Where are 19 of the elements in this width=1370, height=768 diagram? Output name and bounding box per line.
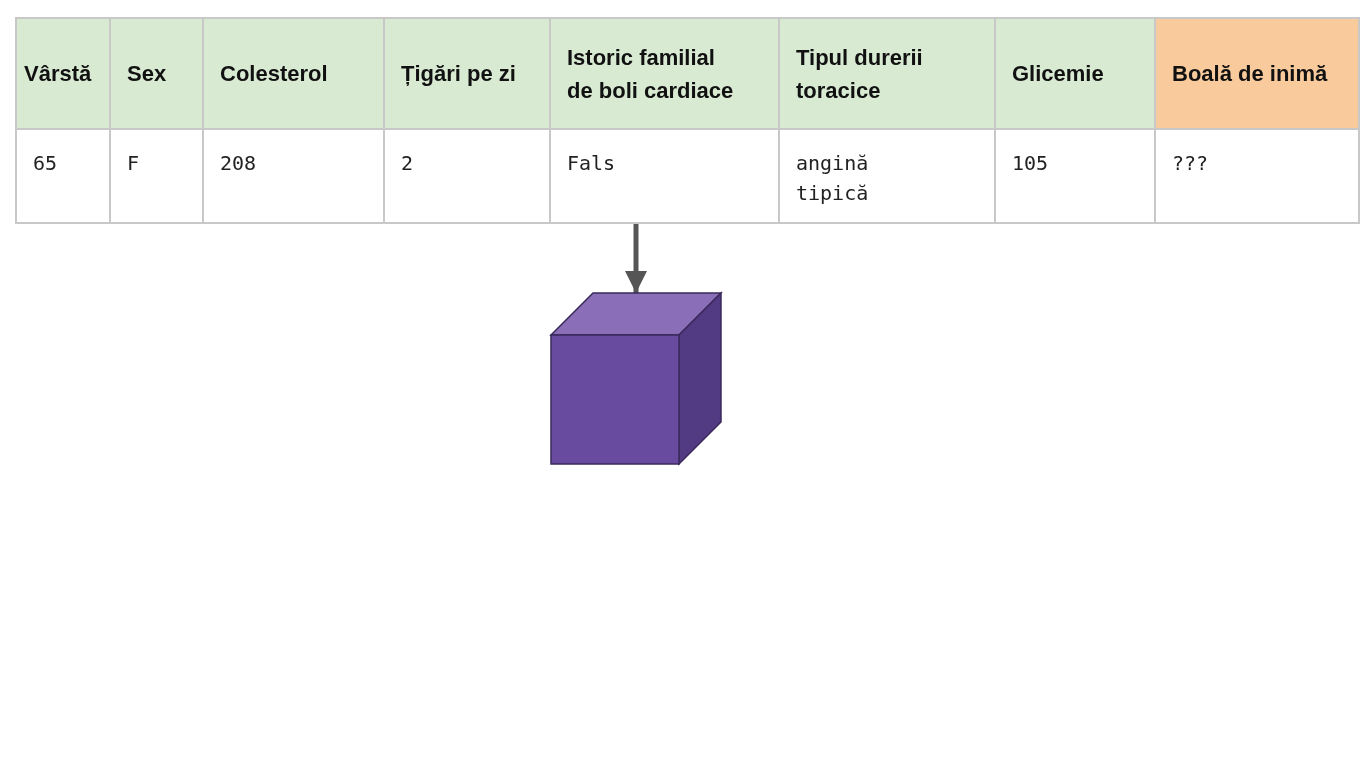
table-cell: F [111, 130, 204, 224]
table-cell: 208 [204, 130, 385, 224]
table-cell: ??? [1156, 130, 1360, 224]
column-header: Boală de inimă [1156, 19, 1360, 130]
table-cell: 2 [385, 130, 551, 224]
column-header: Glicemie [996, 19, 1156, 130]
table-cell: angină tipică [780, 130, 996, 224]
data-table [15, 17, 1360, 224]
cube-drawing [549, 291, 723, 466]
table-cell: 105 [996, 130, 1156, 224]
column-header: Țigări pe zi [385, 19, 551, 130]
table-cell: Fals [551, 130, 780, 224]
arrow [624, 224, 648, 293]
column-header: Tipul durerii toracice [780, 19, 996, 130]
column-header: Istoric familial de boli cardiace [551, 19, 780, 130]
column-header: Vârstă [17, 19, 111, 130]
column-header: Colesterol [204, 19, 385, 130]
table-cell: 65 [17, 130, 111, 224]
column-header: Sex [111, 19, 204, 130]
